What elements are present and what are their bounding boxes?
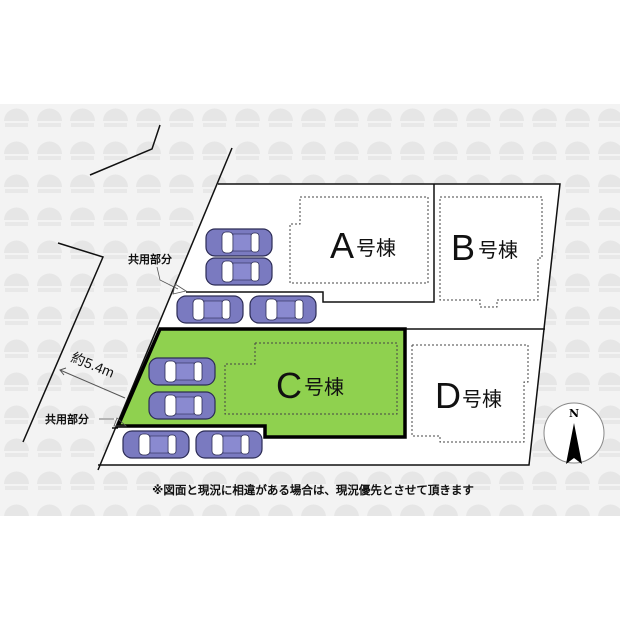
compass-label: N: [569, 407, 579, 420]
lot-a-letter: A: [330, 225, 354, 266]
car-icon: [249, 295, 317, 324]
car-icon: [195, 430, 263, 459]
lot-b-letter: B: [451, 227, 475, 268]
dimension-arrow: [59, 369, 126, 399]
lot-c-letter: C: [276, 365, 302, 406]
lot-c-suffix: 号棟: [304, 376, 344, 399]
road-line: [22, 242, 105, 443]
lot-d-letter: D: [435, 375, 461, 416]
shared-area-label: 共用部分: [128, 252, 172, 266]
lot-a-suffix: 号棟: [356, 237, 396, 260]
lot-d-suffix: 号棟: [462, 388, 502, 411]
building-outlines: [224, 196, 543, 443]
car-icon: [148, 391, 216, 420]
road-line: [89, 124, 161, 176]
car-icon: [176, 295, 244, 324]
car-icon: [205, 228, 273, 257]
north-compass-icon: N: [543, 402, 605, 464]
site-boundary: [98, 183, 561, 466]
lot-a-boundary: [186, 184, 435, 303]
lot-b-suffix: 号棟: [478, 239, 518, 262]
disclaimer-note: ※図面と現況に相違がある場合は、現況優先とさせて頂きます: [152, 483, 474, 497]
car-icon: [148, 357, 216, 386]
shared-area-label: 共用部分: [45, 412, 89, 426]
car-icon: [205, 257, 273, 286]
car-icon: [122, 430, 190, 459]
